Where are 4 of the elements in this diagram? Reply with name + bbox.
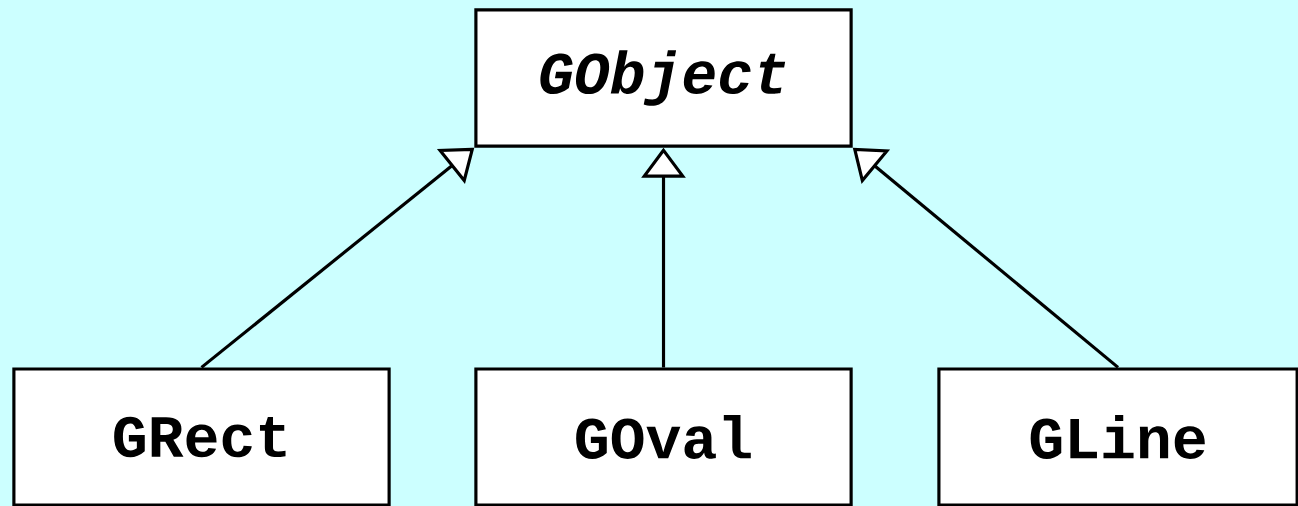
class-box: GObject (474, 8, 853, 148)
class-box: GOval (474, 367, 853, 506)
class-box: GLine (937, 367, 1298, 506)
class-box: GRect (12, 367, 391, 506)
